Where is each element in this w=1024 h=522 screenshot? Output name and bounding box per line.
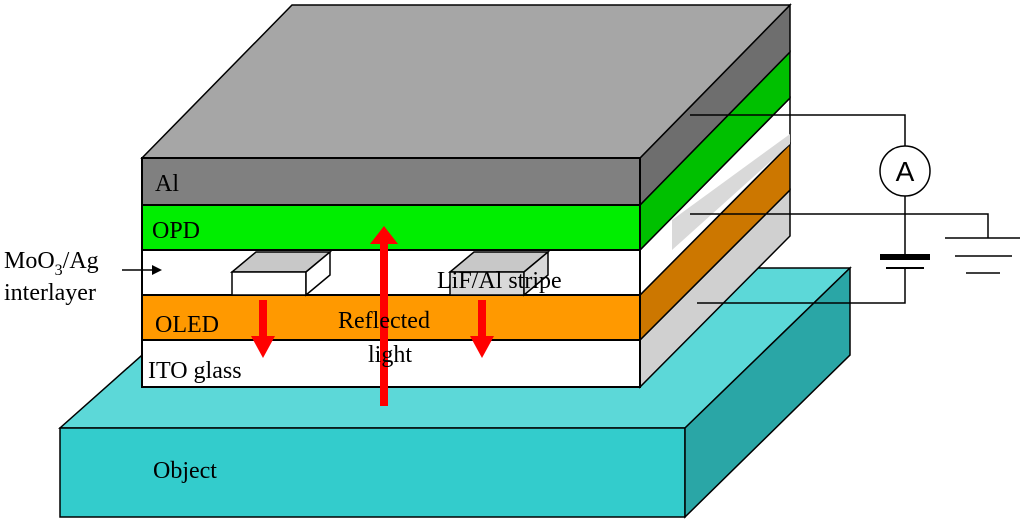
circuit: [690, 114, 1020, 304]
emission-arrow-right-shaft: [478, 300, 486, 338]
emission-arrow-left-shaft: [259, 300, 267, 338]
stripe-left-side: [305, 250, 331, 297]
ammeter-label: A: [896, 156, 915, 187]
wire-al-to-meter: [690, 114, 906, 146]
emission-arrow-left-head: [251, 336, 275, 358]
wire-battery-to-oled: [697, 268, 906, 304]
al-label: Al: [155, 171, 179, 197]
emission-arrow-right-head: [470, 336, 494, 358]
stripe-left-front: [231, 271, 307, 296]
interlayer-label-line1: MoO3/Ag: [4, 248, 99, 279]
stripe-label: LiF/Al stripe: [437, 268, 562, 294]
interlayer-label-main: MoO: [4, 248, 55, 274]
lif-al-stripe-right: [447, 250, 551, 297]
interlayer-label-subscript: 3: [55, 262, 63, 279]
stack-front: [141, 157, 641, 388]
reflected-label-line1: Reflected: [338, 308, 430, 334]
object-side-face: [684, 266, 851, 519]
reflected-label-line2: light: [368, 342, 412, 368]
wire-interlayer-to-ground: [690, 213, 989, 238]
stripe-right-side: [523, 250, 549, 297]
reflected-light-arrow-head: [370, 226, 398, 244]
interlayer-side-stripe: [672, 134, 790, 250]
ammeter-icon: [879, 145, 931, 197]
oled-front-face: [141, 294, 641, 341]
arrows: [251, 226, 494, 406]
ito-label: ITO glass: [148, 358, 242, 384]
lif-al-stripe-left: [229, 250, 333, 297]
interlayer-pointer: [122, 265, 162, 275]
interlayer-label-line2: interlayer: [4, 280, 96, 306]
ito-front-face: [141, 339, 641, 388]
al-front-face: [141, 157, 641, 206]
interlayer-pointer-head: [152, 265, 162, 275]
object-label: Object: [153, 458, 217, 484]
oled-label: OLED: [155, 312, 219, 338]
opd-label: OPD: [152, 218, 200, 244]
interlayer-front-face: [141, 249, 641, 296]
interlayer-label-rest: /Ag: [63, 248, 99, 274]
reflected-light-arrow-shaft: [380, 238, 388, 406]
